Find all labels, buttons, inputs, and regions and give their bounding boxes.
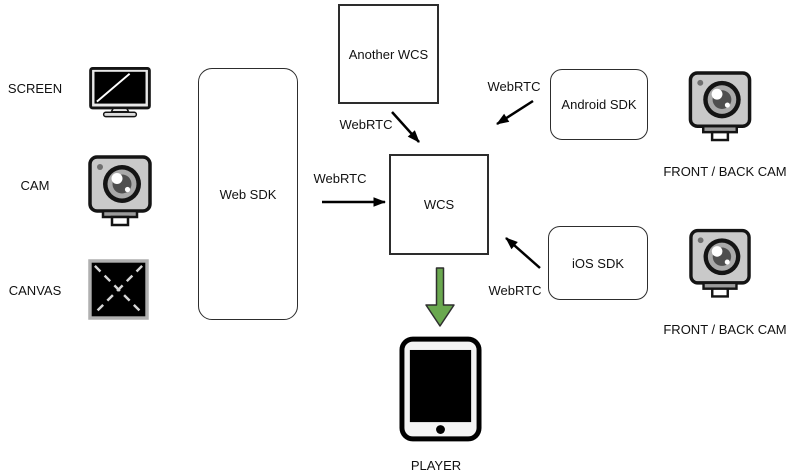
node-android-sdk: Android SDK xyxy=(550,69,648,140)
arrow-android-sdk-to-wcs xyxy=(496,99,534,126)
node-another-wcs-label: Another WCS xyxy=(348,46,429,62)
monitor-icon xyxy=(89,67,151,119)
node-ios-sdk: iOS SDK xyxy=(548,226,648,300)
webcam-icon xyxy=(88,155,152,227)
player-label: PLAYER xyxy=(410,458,462,473)
arrow-ios-sdk-to-wcs xyxy=(505,237,541,269)
node-android-sdk-label: Android SDK xyxy=(561,97,637,112)
edge-label-webrtc-android-sdk: WebRTC xyxy=(487,79,541,94)
source-canvas-label: CANVAS xyxy=(8,283,62,298)
tablet-icon xyxy=(399,336,482,442)
canvas-icon xyxy=(88,259,149,320)
node-wcs: WCS xyxy=(389,154,489,255)
node-ios-sdk-label: iOS SDK xyxy=(571,255,624,271)
edge-label-webrtc-ios-sdk: WebRTC xyxy=(488,283,542,298)
front-back-cam-bottom-label: FRONT / BACK CAM xyxy=(663,322,787,337)
node-another-wcs: Another WCS xyxy=(338,4,439,104)
node-wcs-label: WCS xyxy=(423,197,455,212)
arrow-wcs-to-player xyxy=(425,267,455,327)
front-back-cam-top-label: FRONT / BACK CAM xyxy=(663,164,787,179)
webcam-icon xyxy=(688,71,752,142)
edge-label-webrtc-web-sdk: WebRTC xyxy=(313,171,367,186)
webcam-icon xyxy=(689,228,751,299)
source-cam-label: CAM xyxy=(20,178,50,193)
source-screen-label: SCREEN xyxy=(7,81,63,96)
edge-label-webrtc-another-wcs: WebRTC xyxy=(339,117,393,132)
node-web-sdk-label: Web SDK xyxy=(219,186,277,202)
arrow-another-wcs-to-wcs xyxy=(391,111,420,143)
node-web-sdk: Web SDK xyxy=(198,68,298,320)
